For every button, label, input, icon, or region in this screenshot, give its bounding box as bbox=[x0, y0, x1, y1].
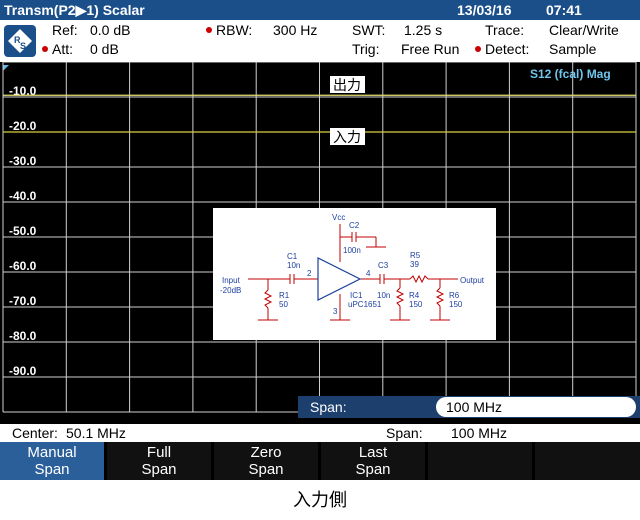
schematic-pin2-label: 2 bbox=[307, 269, 312, 278]
measurement-diagram[interactable]: -10.0 -20.0 -30.0 -40.0 -50.0 -60.0 -70.0 -80.0… bbox=[0, 62, 640, 424]
schematic-r1-label: R1 bbox=[279, 291, 290, 300]
trace-label: Trace: bbox=[485, 22, 525, 38]
trace-value: Clear/Write bbox=[549, 22, 619, 38]
last-span-softkey-line1: Last bbox=[358, 444, 388, 461]
last-span-softkey-line2: Span bbox=[355, 461, 391, 478]
schematic-pin4-label: 4 bbox=[366, 269, 371, 278]
opamp-symbol-icon bbox=[317, 257, 362, 301]
att-coupled-indicator bbox=[42, 46, 48, 52]
detect-setting: Detect: bbox=[475, 41, 529, 57]
last-span-softkey[interactable]: Last Span bbox=[321, 442, 425, 480]
zero-span-softkey[interactable]: Zero Span bbox=[214, 442, 318, 480]
schematic-input-level: -20dB bbox=[220, 286, 241, 295]
svg-text:R: R bbox=[14, 35, 21, 45]
footer-span-label: Span: bbox=[386, 425, 423, 441]
input-annotation-box bbox=[330, 128, 365, 145]
rbw-value: 300 Hz bbox=[273, 22, 318, 38]
amplifier-schematic: Vcc C2 100n C1 10n 2 4 3 C3 10n R5 39 In… bbox=[213, 208, 496, 340]
swt-value: 1.25 s bbox=[404, 22, 443, 38]
schematic-r5-value: 39 bbox=[410, 260, 419, 269]
softkey-bar: Manual Span Full Span Zero Span Last Spa… bbox=[0, 442, 640, 480]
schematic-r1-value: 50 bbox=[279, 300, 288, 309]
rbw-coupled-indicator bbox=[206, 27, 212, 33]
y-tick-label: -90.0 bbox=[9, 364, 37, 378]
att-label: Att: bbox=[52, 41, 74, 57]
y-tick-label: -60.0 bbox=[9, 259, 37, 273]
detect-label: Detect: bbox=[485, 41, 530, 57]
settings-header: R S Ref: 0.0 dB Att: 0 dB RBW: 300 Hz SW… bbox=[0, 20, 640, 62]
zero-span-softkey-line2: Span bbox=[248, 461, 284, 478]
schematic-ic1-label: IC1 bbox=[350, 291, 363, 300]
y-tick-label: -10.0 bbox=[9, 84, 37, 98]
output-annotation: 出力 bbox=[333, 78, 361, 94]
y-tick-label: -80.0 bbox=[9, 329, 37, 343]
trig-value: Free Run bbox=[401, 41, 460, 57]
schematic-ic1-part: uPC1651 bbox=[348, 300, 382, 309]
att-setting: Att: bbox=[42, 41, 73, 57]
schematic-c2-label: C2 bbox=[349, 221, 360, 230]
y-tick-label: -30.0 bbox=[9, 154, 37, 168]
manual-span-softkey-line2: Span bbox=[34, 461, 70, 478]
output-annotation-box bbox=[330, 76, 365, 93]
trace-marker-icon bbox=[3, 65, 9, 71]
schematic-r6-value: 150 bbox=[449, 300, 463, 309]
rs-logo-icon: R S bbox=[4, 25, 36, 57]
center-label: Center: bbox=[12, 425, 58, 441]
detect-value: Sample bbox=[549, 41, 597, 57]
manual-span-softkey[interactable]: Manual Span bbox=[0, 442, 104, 480]
empty-softkey-5[interactable] bbox=[428, 442, 532, 480]
span-entry-label: Span: bbox=[310, 399, 347, 415]
center-value: 50.1 MHz bbox=[66, 425, 126, 441]
schematic-output-label: Output bbox=[460, 276, 485, 285]
schematic-input-label: Input bbox=[222, 276, 241, 285]
schematic-pin3-label: 3 bbox=[333, 307, 338, 316]
figure-caption: 入力側 bbox=[293, 490, 347, 510]
rbw-label: RBW: bbox=[216, 22, 253, 38]
full-span-softkey[interactable]: Full Span bbox=[107, 442, 211, 480]
schematic-r4-label: R4 bbox=[409, 291, 420, 300]
ref-label: Ref: bbox=[52, 22, 78, 38]
manual-span-softkey-line1: Manual bbox=[27, 444, 77, 461]
schematic-r4-value: 150 bbox=[409, 300, 423, 309]
footer-span-value: 100 MHz bbox=[451, 425, 508, 441]
y-tick-label: -70.0 bbox=[9, 294, 37, 308]
detect-coupled-indicator bbox=[475, 46, 481, 52]
schematic-c1-label: C1 bbox=[287, 252, 298, 261]
swt-label: SWT: bbox=[352, 22, 386, 38]
span-entry-field[interactable]: 100 MHz bbox=[436, 397, 636, 417]
schematic-background bbox=[213, 208, 496, 340]
zero-span-softkey-line1: Zero bbox=[250, 444, 282, 461]
att-value: 0 dB bbox=[90, 41, 119, 57]
y-tick-label: -20.0 bbox=[9, 119, 37, 133]
full-span-softkey-line2: Span bbox=[141, 461, 177, 478]
schematic-c3-label: C3 bbox=[378, 261, 389, 270]
schematic-c3-value: 10n bbox=[377, 291, 390, 300]
y-tick-label: -40.0 bbox=[9, 189, 37, 203]
measurement-title: Transm(P2▶1) Scalar bbox=[4, 2, 145, 18]
input-annotation: 入力 bbox=[333, 130, 361, 146]
status-footer: Center: 50.1 MHz Span: 100 MHz bbox=[0, 424, 640, 442]
ref-value: 0.0 dB bbox=[90, 22, 131, 38]
rbw-setting: RBW: bbox=[206, 22, 252, 38]
schematic-c1-value: 10n bbox=[287, 261, 300, 270]
schematic-r6-label: R6 bbox=[449, 291, 460, 300]
trig-label: Trig: bbox=[352, 41, 380, 57]
trace-name-label: S12 (fcal) Mag bbox=[530, 67, 611, 81]
span-entry-dialog: Span: 100 MHz bbox=[298, 396, 640, 418]
schematic-r5-label: R5 bbox=[410, 251, 421, 260]
time-readout: 07:41 bbox=[546, 2, 582, 18]
date-readout: 13/03/16 bbox=[457, 2, 512, 18]
empty-softkey-6[interactable] bbox=[535, 442, 640, 480]
trace-lines bbox=[3, 94, 636, 133]
full-span-softkey-line1: Full bbox=[146, 444, 172, 461]
schematic-c2-value: 100n bbox=[343, 246, 361, 255]
y-axis-labels: -10.0 -20.0 -30.0 -40.0 -50.0 -60.0 -70.0 -80.0… bbox=[9, 84, 37, 378]
y-tick-label: -50.0 bbox=[9, 224, 37, 238]
svg-text:S: S bbox=[20, 41, 26, 51]
title-bar: Transm(P2▶1) Scalar 13/03/16 07:41 bbox=[0, 0, 640, 20]
schematic-vcc-label: Vcc bbox=[332, 213, 345, 222]
